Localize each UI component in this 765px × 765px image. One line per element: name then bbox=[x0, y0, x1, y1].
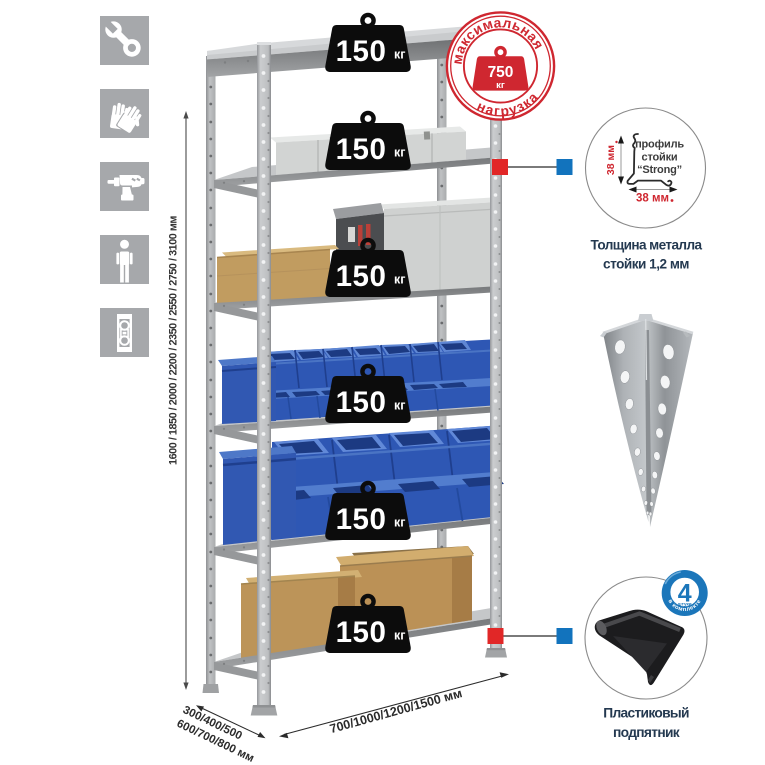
svg-text:“Strong”: “Strong” bbox=[637, 164, 682, 176]
svg-text:стойки 1,2 мм: стойки 1,2 мм bbox=[603, 257, 689, 272]
svg-text:150: 150 bbox=[336, 503, 387, 536]
svg-text:4: 4 bbox=[678, 580, 692, 608]
svg-text:150: 150 bbox=[336, 260, 387, 293]
svg-text:стойки: стойки bbox=[642, 151, 678, 163]
svg-text:кг: кг bbox=[394, 273, 405, 287]
svg-text:1600 / 1850 / 2000 / 2200 / 23: 1600 / 1850 / 2000 / 2200 / 2350 / 2550 … bbox=[168, 216, 180, 465]
svg-text:штуки: штуки bbox=[678, 601, 692, 606]
svg-text:Толщина металла: Толщина металла bbox=[591, 238, 703, 253]
svg-text:38 мм: 38 мм bbox=[605, 145, 617, 175]
svg-text:кг: кг bbox=[394, 146, 405, 160]
svg-text:Пластиковый: Пластиковый bbox=[603, 706, 689, 721]
svg-text:150: 150 bbox=[336, 35, 387, 68]
svg-text:кг: кг bbox=[394, 629, 405, 643]
svg-text:38 мм: 38 мм bbox=[636, 193, 669, 205]
svg-text:150: 150 bbox=[336, 386, 387, 419]
svg-text:кг: кг bbox=[394, 399, 405, 413]
svg-text:150: 150 bbox=[336, 133, 387, 166]
svg-text:кг: кг bbox=[394, 516, 405, 530]
svg-text:профиль: профиль bbox=[635, 139, 684, 151]
svg-text:150: 150 bbox=[336, 616, 387, 649]
svg-text:750: 750 bbox=[488, 64, 514, 81]
svg-text:кг: кг bbox=[496, 80, 505, 91]
svg-text:подпятник: подпятник bbox=[613, 725, 680, 740]
svg-text:кг: кг bbox=[394, 48, 405, 62]
